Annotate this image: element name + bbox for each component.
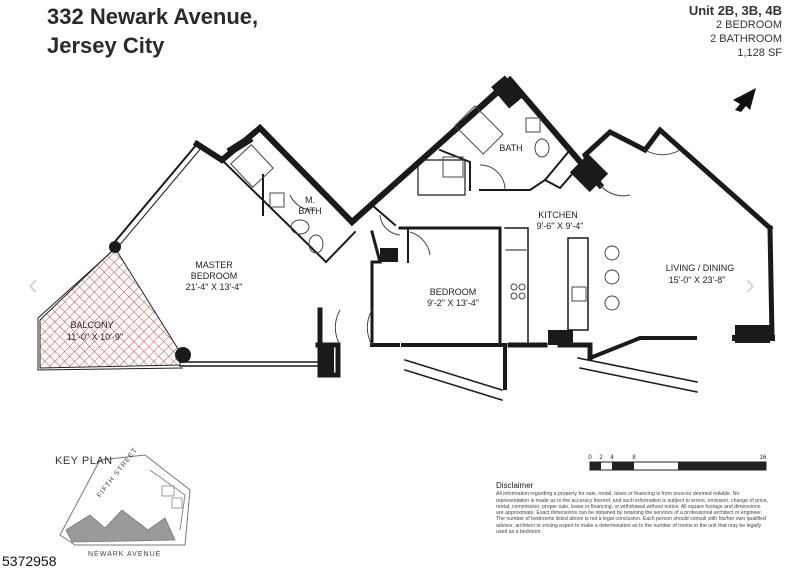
key-plan-street-newark: NEWARK AVENUE [88, 551, 161, 558]
balcony-area [37, 245, 184, 371]
scale-tick-16: 16 [760, 455, 767, 461]
living-dining-dims: 15'-0" X 23'-8" [669, 275, 726, 285]
bedroom-count: 2 BEDROOM [715, 19, 782, 31]
square-footage: 1,128 SF [737, 47, 782, 59]
master-bedroom-name: MASTER [195, 260, 233, 270]
north-arrow-icon [733, 88, 756, 112]
scale-tick-2: 2 [599, 455, 603, 461]
next-image-button[interactable]: › [745, 268, 755, 301]
master-bath-label-2: BATH [298, 206, 321, 216]
kitchen-dims: 9'-6" X 9'-4" [537, 221, 584, 231]
master-bedroom-name-2: BEDROOM [191, 271, 238, 281]
living-dining-name: LIVING / DINING [666, 263, 735, 273]
property-address: 332 Newark Avenue, Jersey City [47, 2, 258, 60]
address-line-1: 332 Newark Avenue, [47, 4, 259, 29]
scale-tick-8: 8 [632, 455, 636, 461]
room-labels: M. BATH BATH MASTER BEDROOM 21'-4" X 13'… [67, 143, 734, 342]
interior-walls [226, 134, 602, 347]
listing-id: 5372958 [2, 553, 57, 569]
exterior-walls [111, 75, 775, 401]
scale-bar: 0 2 4 8 16 [588, 455, 767, 471]
balcony-dims: 11'-0" X 10'-9" [67, 332, 123, 342]
disclaimer-text: All information regarding a property for… [496, 491, 768, 536]
scale-tick-4: 4 [610, 455, 614, 461]
master-bath-label: M. [305, 195, 315, 205]
master-bedroom-dims: 21'-4" X 13'-4" [186, 282, 243, 292]
previous-image-button[interactable]: ‹ [28, 268, 38, 301]
kitchen-name: KITCHEN [538, 210, 578, 220]
bedroom-name: BEDROOM [430, 287, 477, 297]
address-line-2: Jersey City [47, 33, 165, 58]
wall-columns [109, 75, 770, 375]
key-plan-label: KEY PLAN [55, 455, 113, 467]
fixtures [230, 105, 681, 346]
scale-tick-0: 0 [588, 455, 592, 461]
disclaimer-heading: Disclaimer [496, 481, 534, 490]
unit-info: Unit 2B, 3B, 4B 2 BEDROOM 2 BATHROOM 1,1… [689, 4, 782, 60]
unit-numbers: Unit 2B, 3B, 4B [688, 3, 782, 18]
disclaimer: Disclaimer All information regarding a p… [496, 481, 768, 536]
bath-label: BATH [499, 143, 522, 153]
bathroom-count: 2 BATHROOM [710, 33, 782, 45]
balcony-name: BALCONY [70, 320, 113, 330]
bedroom-dims: 9'-2" X 13'-4" [427, 298, 479, 308]
